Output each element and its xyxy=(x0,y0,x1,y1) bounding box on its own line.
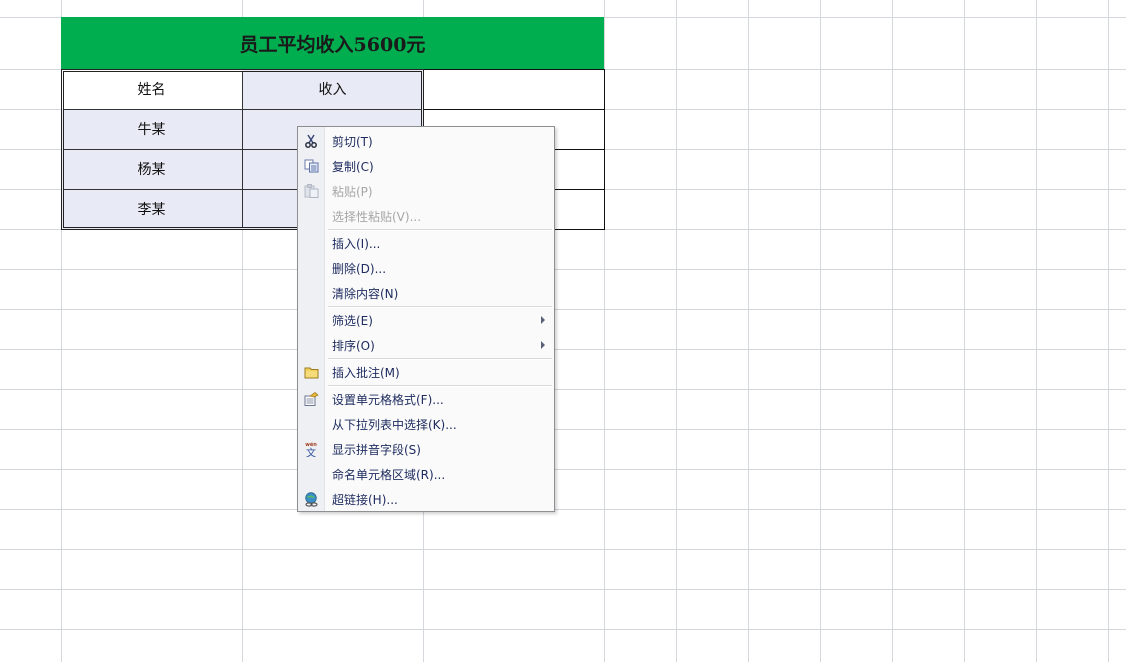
gridline xyxy=(0,389,1126,390)
menu-item-paste-special[interactable]: 选择性粘贴(V)... xyxy=(298,204,554,228)
menu-item-label: 插入批注(M) xyxy=(332,365,400,380)
submenu-arrow-icon xyxy=(541,341,545,349)
menu-item-label: 从下拉列表中选择(K)... xyxy=(332,417,457,432)
cell-value: 杨某 xyxy=(137,162,166,178)
cell-value: 李某 xyxy=(137,202,166,218)
gridline xyxy=(0,269,1126,270)
sheet-title: 员工平均收入5600元 xyxy=(239,33,426,56)
gridline xyxy=(748,0,749,662)
menu-item-cut[interactable]: 剪切(T) xyxy=(298,129,554,153)
menu-item-label: 筛选(E) xyxy=(332,313,373,328)
gridline xyxy=(0,509,1126,510)
cell-c2[interactable] xyxy=(423,69,605,110)
gridline xyxy=(604,0,605,662)
svg-text:文: 文 xyxy=(306,447,316,458)
table-border xyxy=(242,71,243,228)
menu-item-label: 复制(C) xyxy=(332,159,374,174)
menu-item-label: 显示拼音字段(S) xyxy=(332,442,421,457)
gridline xyxy=(61,0,62,662)
gridline xyxy=(0,469,1126,470)
menu-item-insert[interactable]: 插入(I)... xyxy=(298,231,554,255)
menu-item-label: 排序(O) xyxy=(332,338,375,353)
menu-item-label: 选择性粘贴(V)... xyxy=(332,209,422,224)
menu-item-pick-from-list[interactable]: 从下拉列表中选择(K)... xyxy=(298,412,554,436)
menu-item-label: 清除内容(N) xyxy=(332,286,399,301)
gridline xyxy=(0,589,1126,590)
menu-item-define-name[interactable]: 命名单元格区域(R)... xyxy=(298,462,554,486)
gridline xyxy=(1036,0,1037,662)
paste-icon xyxy=(303,183,319,199)
header-cell-name[interactable]: 姓名 xyxy=(61,69,242,109)
copy-icon xyxy=(303,158,319,174)
gridline xyxy=(0,309,1126,310)
menu-item-label: 删除(D)... xyxy=(332,261,387,276)
submenu-arrow-icon xyxy=(541,316,545,324)
menu-item-insert-comment[interactable]: 插入批注(M) xyxy=(298,360,554,384)
name-cell[interactable]: 杨某 xyxy=(61,149,242,189)
menu-item-label: 命名单元格区域(R)... xyxy=(332,467,446,482)
menu-item-clear-contents[interactable]: 清除内容(N) xyxy=(298,281,554,305)
gridline xyxy=(0,349,1126,350)
menu-item-filter[interactable]: 筛选(E) xyxy=(298,308,554,332)
gridline xyxy=(676,0,677,662)
menu-item-hyperlink[interactable]: 超链接(H)... xyxy=(298,487,554,511)
menu-separator xyxy=(328,229,552,231)
name-cell[interactable]: 牛某 xyxy=(61,109,242,149)
gridline xyxy=(0,429,1126,430)
menu-separator xyxy=(328,358,552,360)
name-cell[interactable]: 李某 xyxy=(61,189,242,229)
menu-item-label: 剪切(T) xyxy=(332,134,373,149)
menu-separator xyxy=(328,385,552,387)
menu-item-format-cells[interactable]: 设置单元格格式(F)... xyxy=(298,387,554,411)
gridline xyxy=(0,549,1126,550)
merged-title-cell[interactable]: 员工平均收入5600元 xyxy=(61,17,604,69)
menu-item-paste[interactable]: 粘贴(P) xyxy=(298,179,554,203)
header-label: 姓名 xyxy=(137,82,166,98)
context-menu: 剪切(T) 复制(C) 粘贴(P) 选择性粘贴(V)... 插入(I)... 删… xyxy=(297,126,555,512)
gridline xyxy=(242,0,243,662)
scissors-icon xyxy=(303,133,319,149)
menu-item-sort[interactable]: 排序(O) xyxy=(298,333,554,357)
menu-separator xyxy=(328,306,552,308)
menu-item-label: 超链接(H)... xyxy=(332,492,398,507)
menu-item-delete[interactable]: 删除(D)... xyxy=(298,256,554,280)
hyperlink-icon xyxy=(303,491,319,507)
gridline xyxy=(964,0,965,662)
svg-text:wén: wén xyxy=(305,441,317,448)
gridline xyxy=(1108,0,1109,662)
gridline xyxy=(820,0,821,662)
menu-item-label: 设置单元格格式(F)... xyxy=(332,392,444,407)
header-cell-income[interactable]: 收入 xyxy=(242,69,423,109)
format-cells-icon xyxy=(303,391,319,407)
header-label: 收入 xyxy=(318,82,347,98)
menu-item-copy[interactable]: 复制(C) xyxy=(298,154,554,178)
comment-folder-icon xyxy=(303,364,319,380)
menu-item-label: 插入(I)... xyxy=(332,236,381,251)
cell-value: 牛某 xyxy=(137,122,166,138)
gridline xyxy=(0,629,1126,630)
gridline xyxy=(892,0,893,662)
menu-item-label: 粘贴(P) xyxy=(332,184,373,199)
